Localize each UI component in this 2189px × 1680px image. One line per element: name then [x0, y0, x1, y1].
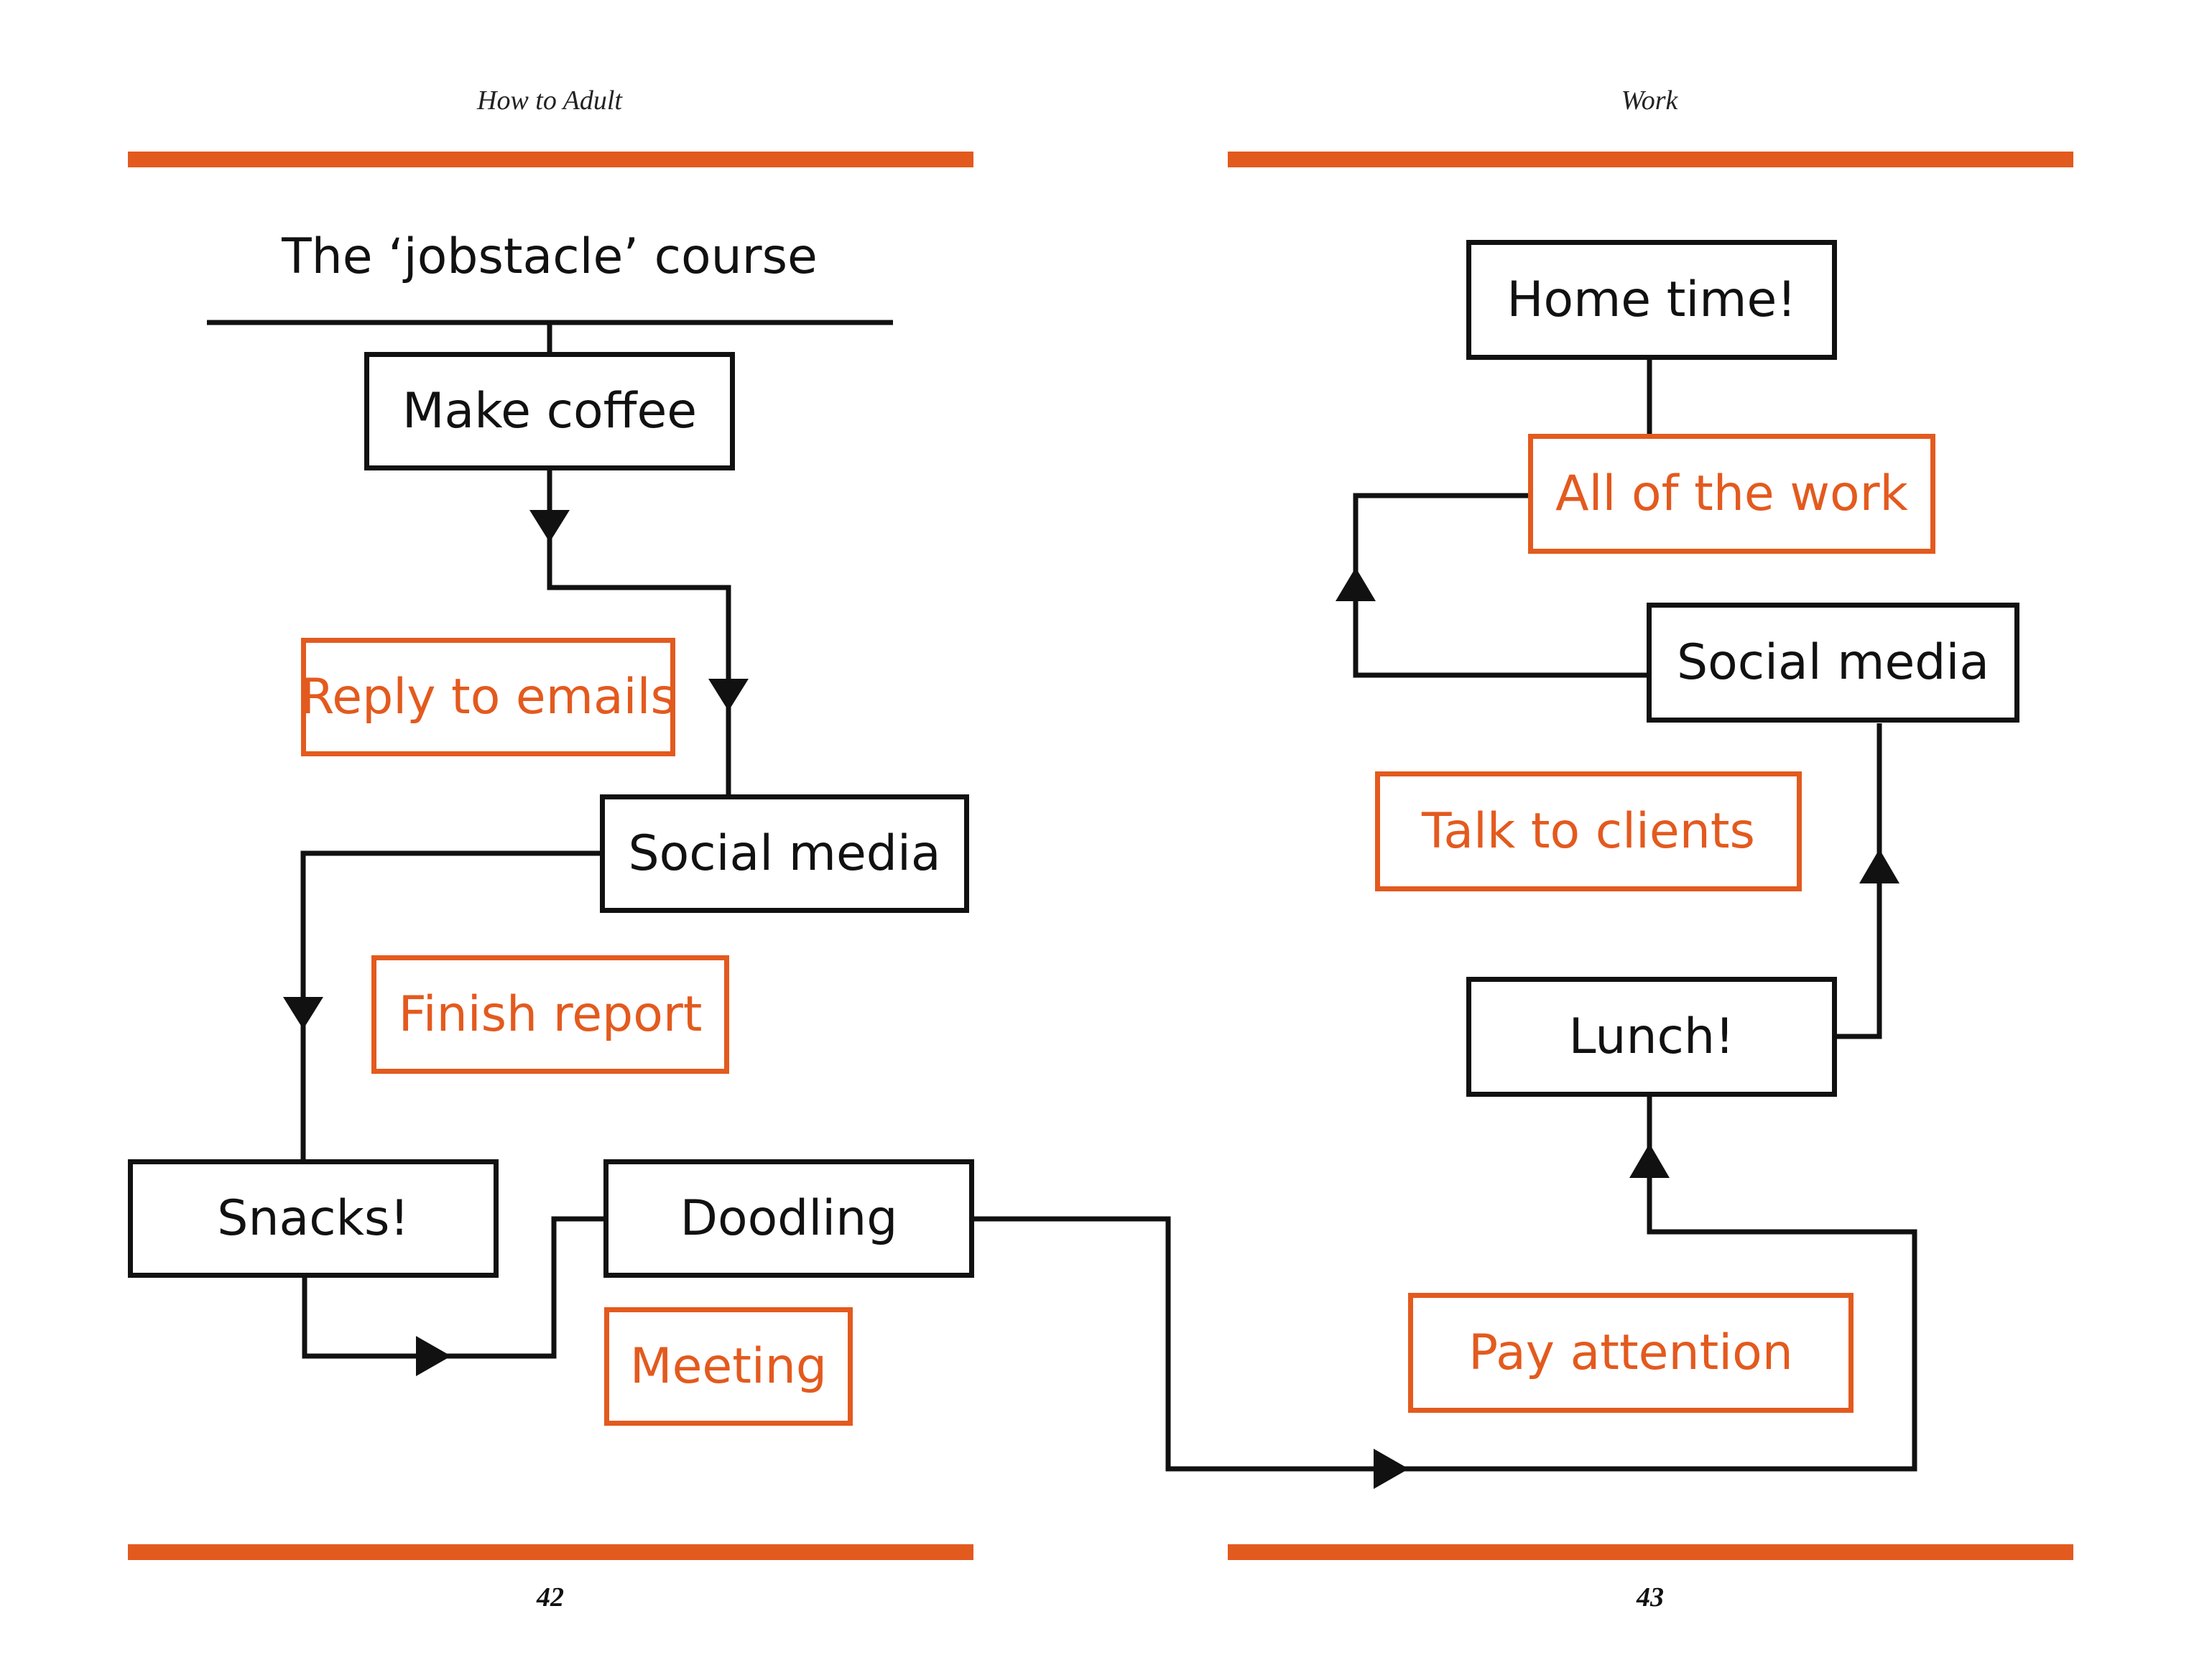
node-make-coffee: Make coffee: [364, 352, 735, 470]
right-bottom-rule: [1228, 1544, 2073, 1560]
right-running-head: Work: [1621, 85, 1678, 116]
arrow-right-pay-attention: [1374, 1449, 1409, 1489]
arrow-up-all-of-the-work: [1336, 567, 1376, 601]
node-home-time: Home time!: [1466, 240, 1837, 360]
right-page-number: 43: [1637, 1582, 1664, 1612]
left-running-head: How to Adult: [477, 85, 622, 116]
arrow-up-lunch: [1629, 1143, 1670, 1178]
node-social-media-right: Social media: [1647, 603, 2019, 723]
lunch-to-social-media: [1836, 723, 1882, 1039]
left-page-number: 42: [537, 1582, 564, 1612]
node-finish-report: Finish report: [371, 955, 729, 1074]
node-reply-to-emails: Reply to emails: [300, 638, 676, 756]
node-pay-attention: Pay attention: [1408, 1293, 1854, 1413]
node-meeting: Meeting: [604, 1307, 853, 1426]
left-top-rule: [128, 152, 973, 167]
node-snacks: Snacks!: [128, 1159, 499, 1278]
node-doodling: Doodling: [603, 1159, 974, 1278]
node-talk-to-clients: Talk to clients: [1375, 771, 1802, 891]
arrow-up-social-media: [1859, 849, 1899, 883]
arrow-right-doodling: [416, 1336, 451, 1376]
node-social-media-left: Social media: [600, 794, 969, 913]
diagram-title: The ‘jobstacle’ course: [282, 228, 818, 285]
snacks-to-doodling: [302, 1216, 606, 1359]
node-lunch: Lunch!: [1466, 977, 1837, 1097]
arrow-down-make-coffee: [529, 510, 570, 542]
arrow-down-snacks: [283, 997, 323, 1029]
social-media-to-snacks: [300, 850, 601, 1161]
right-top-rule: [1228, 152, 2073, 167]
left-bottom-rule: [128, 1544, 973, 1560]
arrow-down-social-media: [708, 679, 749, 711]
doodling-to-pay-attention-route: [973, 1095, 1917, 1472]
node-all-of-the-work: All of the work: [1528, 434, 1935, 554]
